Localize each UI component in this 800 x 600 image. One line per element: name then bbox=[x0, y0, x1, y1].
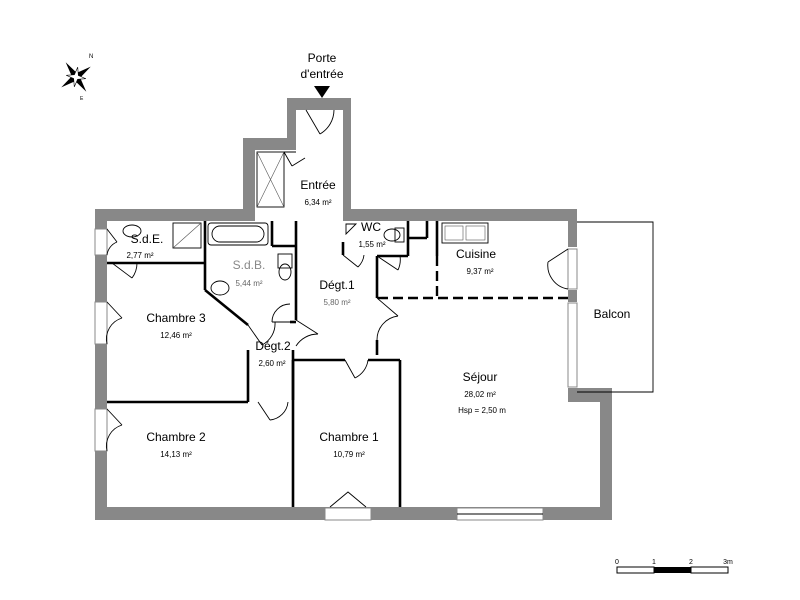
compass-north: N bbox=[89, 54, 93, 60]
room-area-entree: 6,34 m² bbox=[304, 198, 331, 207]
scale-tick-1: 1 bbox=[652, 559, 656, 566]
room-area-degt1: 5,80 m² bbox=[323, 298, 350, 307]
scale-bar: 0 1 2 3m bbox=[615, 559, 733, 574]
compass-east: E bbox=[80, 96, 84, 102]
scale-tick-2: 2 bbox=[689, 559, 693, 566]
room-labels: Entrée 6,34 m² S.d.E. 2,77 m² S.d.B. 5,4… bbox=[126, 178, 630, 459]
room-name-chambre1: Chambre 1 bbox=[319, 430, 379, 444]
room-name-chambre2: Chambre 2 bbox=[146, 430, 206, 444]
room-name-sdb: S.d.B. bbox=[233, 258, 266, 272]
room-area-sde: 2,77 m² bbox=[126, 251, 153, 260]
exterior-walls bbox=[95, 98, 612, 520]
room-height-sejour: Hsp = 2,50 m bbox=[458, 406, 506, 415]
room-name-degt1: Dégt.1 bbox=[319, 278, 355, 292]
room-area-chambre2: 14,13 m² bbox=[160, 450, 192, 459]
room-area-sdb: 5,44 m² bbox=[235, 279, 262, 288]
room-name-degt2: Dégt.2 bbox=[255, 339, 291, 353]
scale-tick-0: 0 bbox=[615, 559, 619, 566]
balcony-outline bbox=[577, 221, 654, 393]
room-area-sejour: 28,02 m² bbox=[464, 390, 496, 399]
room-name-entree: Entrée bbox=[300, 178, 336, 192]
balcony-name: Balcon bbox=[594, 307, 631, 321]
entrance-label: Porte d'entrée bbox=[301, 51, 344, 98]
compass-icon: N E bbox=[61, 54, 93, 102]
room-area-chambre3: 12,46 m² bbox=[160, 331, 192, 340]
left-windows bbox=[94, 228, 108, 452]
room-name-sde: S.d.E. bbox=[131, 232, 164, 246]
fixtures bbox=[122, 151, 489, 296]
doors bbox=[106, 109, 569, 508]
interior-partitions bbox=[107, 221, 568, 507]
room-name-cuisine: Cuisine bbox=[456, 247, 496, 261]
entrance-arrow-icon bbox=[314, 86, 330, 98]
room-name-chambre3: Chambre 3 bbox=[146, 311, 206, 325]
room-name-sejour: Séjour bbox=[463, 370, 498, 384]
bottom-windows bbox=[324, 507, 544, 521]
right-windows bbox=[567, 248, 578, 388]
room-name-wc: WC bbox=[361, 220, 381, 234]
scale-tick-3: 3m bbox=[723, 559, 733, 566]
entrance-line2: d'entrée bbox=[301, 67, 344, 81]
room-area-degt2: 2,60 m² bbox=[258, 359, 285, 368]
entrance-line1: Porte bbox=[308, 51, 337, 65]
room-area-wc: 1,55 m² bbox=[358, 240, 385, 249]
room-area-cuisine: 9,37 m² bbox=[466, 267, 493, 276]
room-area-chambre1: 10,79 m² bbox=[333, 450, 365, 459]
